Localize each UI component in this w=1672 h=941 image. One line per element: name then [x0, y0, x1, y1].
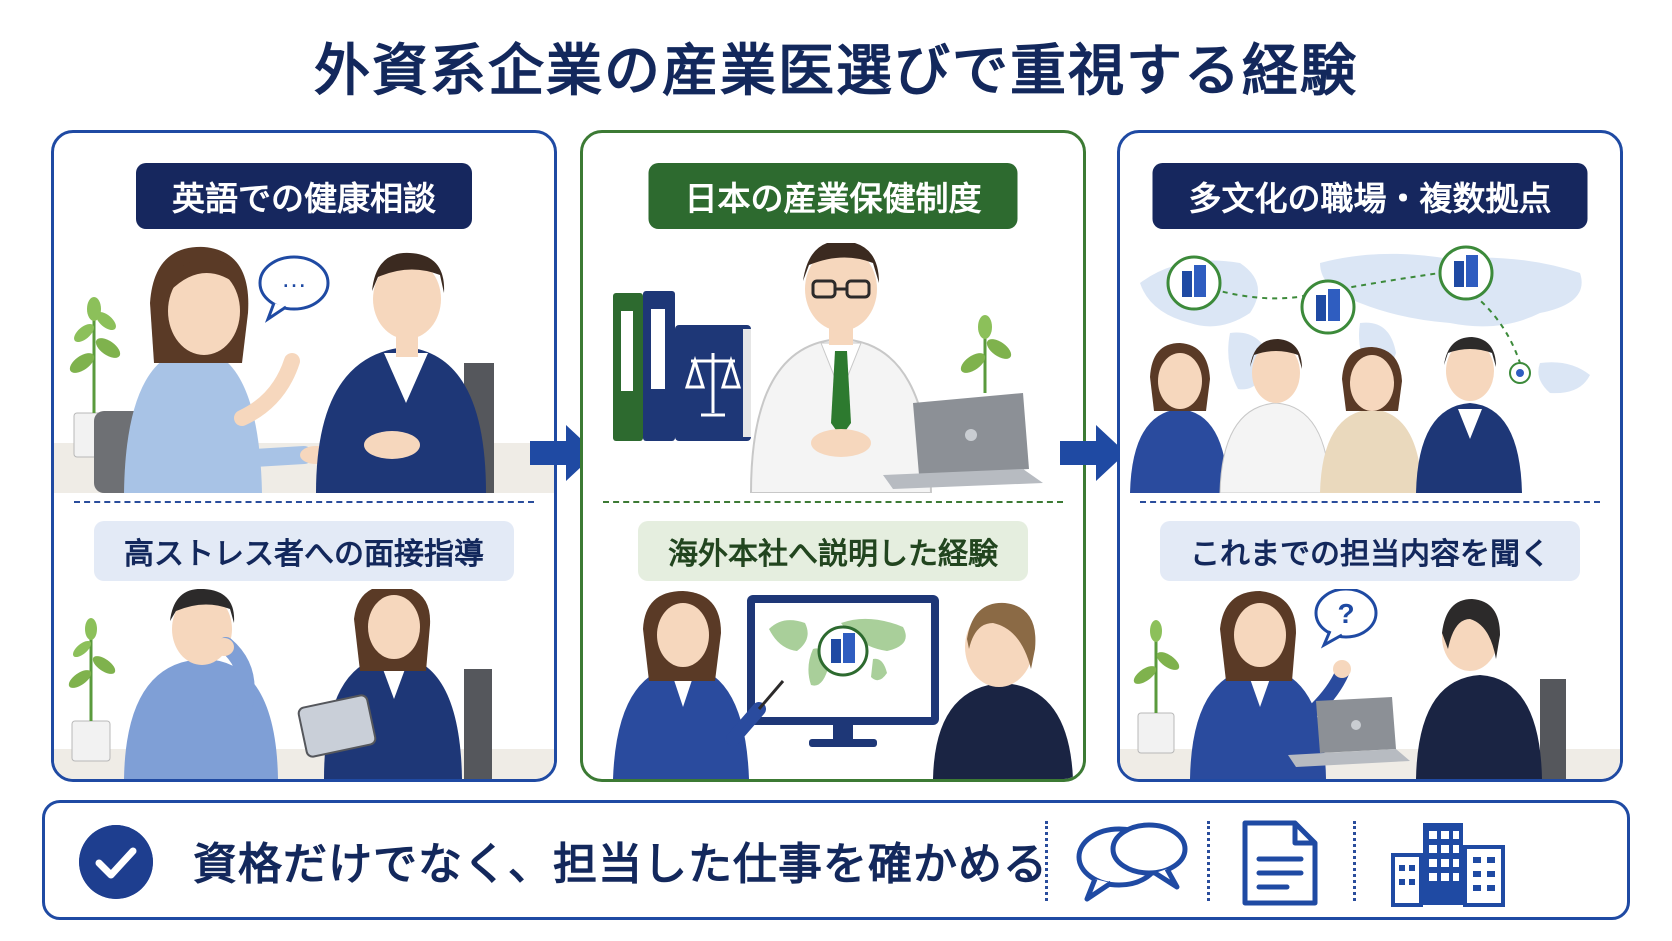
office-building-icon	[1166, 255, 1222, 311]
occupational-physician-illustration	[613, 243, 1043, 493]
interview-question-illustration: ?	[1120, 589, 1620, 779]
monitor-world-map-icon	[747, 595, 939, 747]
panel-japan-occupational-health: 日本の産業保健制度	[580, 130, 1086, 782]
plant-icon	[68, 618, 116, 762]
listening-man-illustration	[933, 602, 1073, 779]
global-team-illustration	[1130, 245, 1590, 493]
office-building-icon	[1438, 245, 1494, 301]
binders-icon	[613, 291, 675, 441]
briefing-illustration	[613, 591, 1073, 779]
document-icon	[1242, 820, 1318, 906]
divider	[1140, 501, 1600, 503]
panel-multicultural-workplace: 多文化の職場・複数拠点	[1117, 130, 1623, 782]
chat-bubbles-icon	[1076, 822, 1188, 902]
arrow-right-icon	[530, 425, 596, 481]
divider	[1207, 821, 1210, 901]
worried-man-illustration	[124, 589, 278, 779]
check-icon	[79, 825, 153, 899]
panel-header: 日本の産業保健制度	[648, 163, 1018, 229]
panel-header: 多文化の職場・複数拠点	[1152, 163, 1588, 229]
presenting-woman-illustration	[613, 591, 785, 779]
arrow-right-icon	[1060, 425, 1126, 481]
doctor-illustration	[749, 243, 933, 493]
plant-icon	[1133, 620, 1180, 754]
question-bubble-icon: ?	[1314, 589, 1378, 649]
panel-subheader: 海外本社へ説明した経験	[638, 521, 1028, 581]
man-illustration	[316, 252, 494, 493]
speech-bubble-text: …	[281, 263, 307, 293]
panel-header: 英語での健康相談	[136, 163, 472, 229]
laptop-icon	[1288, 697, 1410, 767]
office-building-icon	[1300, 279, 1356, 335]
summary-bar: 資格だけでなく、担当した仕事を確かめる	[42, 800, 1630, 920]
interview-illustration	[54, 589, 554, 779]
buildings-icon	[1391, 823, 1505, 907]
panel-subheader: これまでの担当内容を聞く	[1160, 521, 1580, 581]
consultation-illustration: …	[54, 246, 554, 493]
divider	[74, 501, 534, 503]
question-bubble-text: ?	[1337, 598, 1354, 629]
divider	[1045, 821, 1048, 901]
divider	[1353, 821, 1356, 901]
panel-english-consultation: 英語での健康相談 …	[51, 130, 557, 782]
plant-icon	[960, 315, 1012, 393]
candidate-man-illustration	[1416, 599, 1566, 779]
speech-bubble-icon: …	[258, 255, 330, 323]
page-title: 外資系企業の産業医選びで重視する経験	[314, 39, 1358, 104]
divider	[603, 501, 1063, 503]
team-members-illustration	[1130, 337, 1522, 493]
summary-message: 資格だけでなく、担当した仕事を確かめる	[193, 839, 1048, 890]
laptop-icon	[883, 393, 1043, 489]
law-book-icon	[675, 325, 751, 441]
panel-subheader: 高ストレス者への面接指導	[94, 521, 514, 581]
woman-with-clipboard-illustration	[297, 589, 492, 779]
clipboard-icon	[297, 694, 377, 758]
